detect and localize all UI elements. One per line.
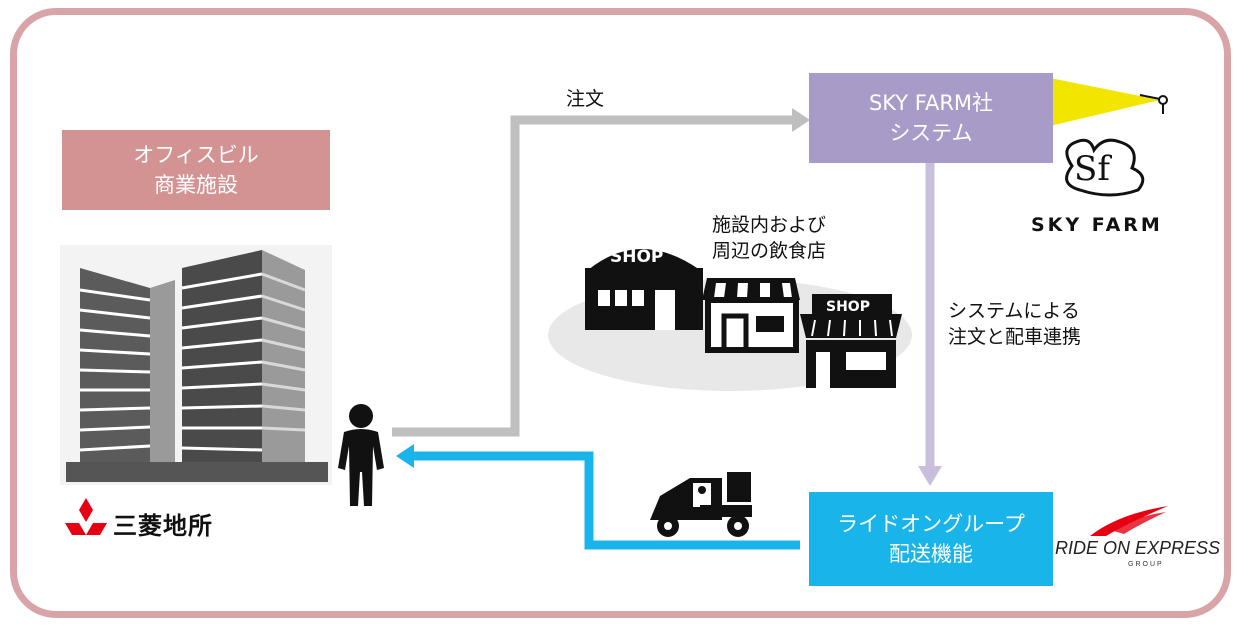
skyfarm-system-box: SKY FARM社 システム — [809, 73, 1053, 163]
shop-sign-small: SHOP — [826, 299, 870, 315]
system-label-line-2: 注文と配車連携 — [948, 326, 1082, 348]
shops-illustration: SHOP SHOP — [548, 247, 912, 391]
office-box-line-2: 商業施設 — [154, 173, 238, 197]
shops-label-line-1: 施設内および — [712, 214, 827, 236]
system-link-label: システムによる 注文と配車連携 — [948, 298, 1081, 350]
rideon-delivery-box: ライドオングループ 配送機能 — [809, 492, 1053, 586]
rideon-logo-text: RIDE ON EXPRESS — [1055, 538, 1221, 558]
skyfarm-logo-text: SKY FARM — [1031, 214, 1163, 236]
mitsubishi-name: 三菱地所 — [113, 512, 213, 540]
order-arrow — [392, 115, 802, 437]
office-building-icon — [60, 245, 332, 485]
rideon-box-line-2: 配送機能 — [889, 542, 973, 566]
shops-label: 施設内および 周辺の飲食店 — [712, 212, 826, 264]
system-link-arrow — [918, 163, 942, 486]
skyfarm-monogram: Sf — [1074, 149, 1112, 189]
shop-large-icon — [585, 249, 703, 330]
shops-label-line-2: 周辺の飲食店 — [712, 240, 827, 262]
skyfarm-box-line-2: システム — [889, 121, 973, 145]
skyfarm-box-line-1: SKY FARM社 — [868, 91, 994, 115]
shop-sign-large: SHOP — [610, 247, 663, 267]
system-label-line-1: システムによる — [948, 300, 1080, 322]
order-label: 注文 — [566, 88, 605, 110]
shop-medium-icon — [702, 278, 800, 353]
office-building-box: オフィスビル 商業施設 — [62, 130, 330, 210]
office-box-line-1: オフィスビル — [133, 143, 259, 167]
person-icon — [338, 404, 384, 506]
rideon-logo-icon — [1090, 506, 1168, 536]
rideon-logo-subtext: GROUP — [1128, 561, 1164, 568]
delivery-arrow — [396, 444, 800, 550]
rideon-box-line-1: ライドオングループ — [837, 512, 1025, 536]
shop-small-icon — [800, 294, 902, 388]
delivery-trike-icon — [650, 472, 752, 537]
mitsubishi-logo-icon — [65, 498, 107, 535]
